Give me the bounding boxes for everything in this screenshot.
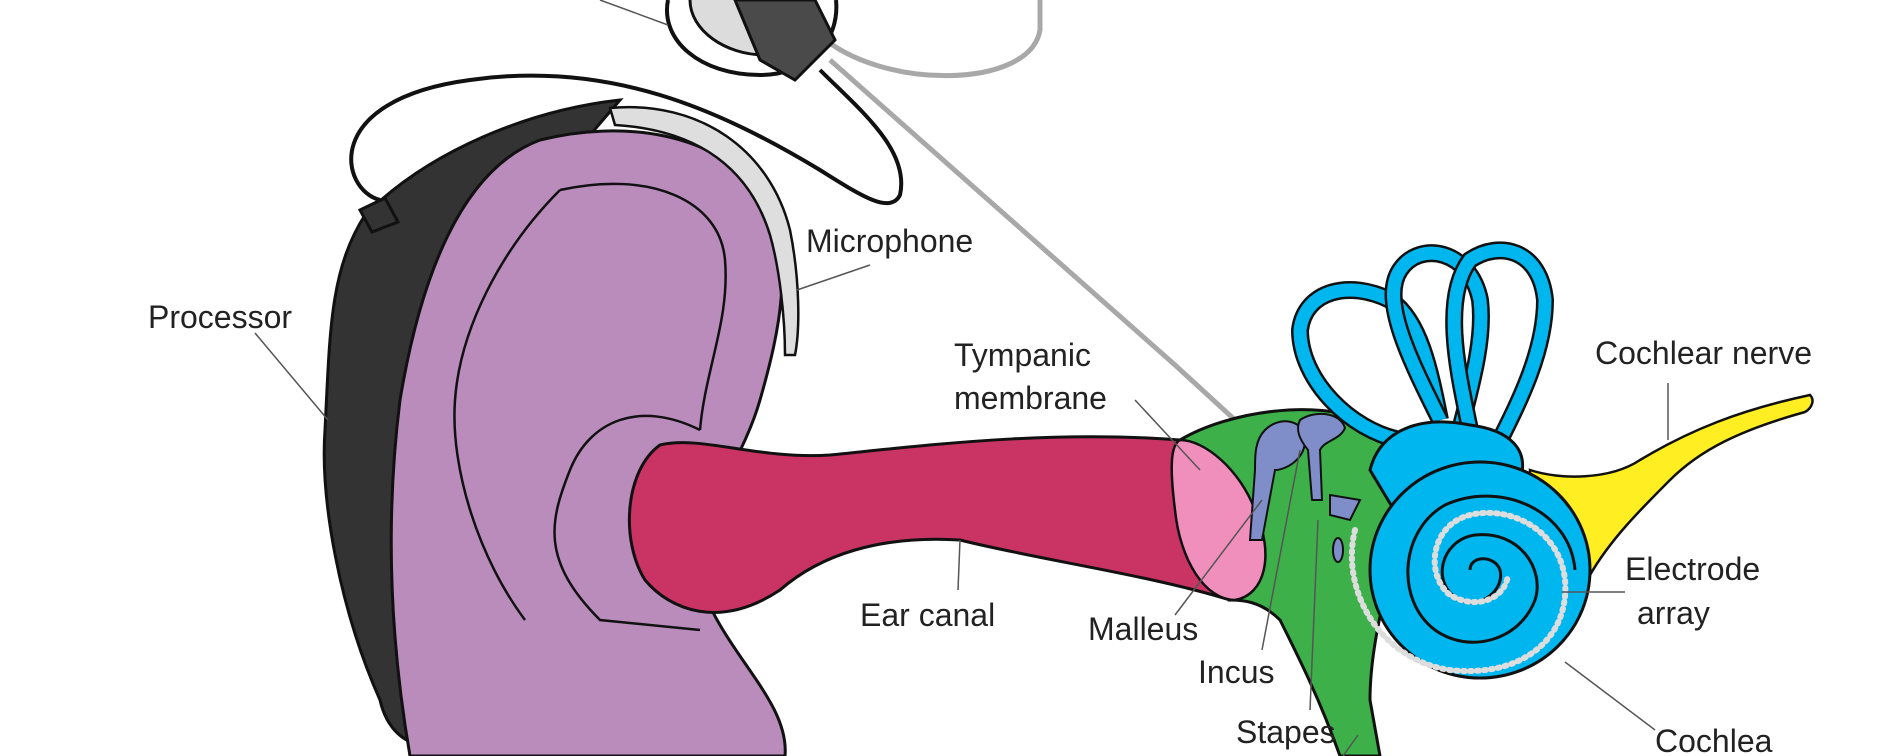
leader-coil bbox=[599, 0, 669, 26]
label-incus: Incus bbox=[1198, 654, 1274, 690]
label-cochlear-nerve: Cochlear nerve bbox=[1595, 335, 1812, 371]
leader-processor bbox=[254, 332, 329, 421]
leader-tympanic bbox=[1134, 399, 1201, 471]
outer-ear-helix-fold bbox=[559, 182, 727, 431]
label-ear-canal: Ear canal bbox=[860, 597, 995, 633]
incus-bone bbox=[1297, 412, 1347, 501]
canal-3 bbox=[1447, 243, 1552, 443]
ear-canal bbox=[627, 435, 1239, 614]
label-tympanic-membrane-line2: membrane bbox=[954, 380, 1107, 416]
outer-ear-antihelix bbox=[453, 189, 561, 621]
stapes-bone bbox=[1329, 493, 1362, 522]
tympanic-membrane bbox=[1170, 438, 1267, 602]
cochlea-body bbox=[1368, 460, 1592, 680]
processor-clip bbox=[357, 196, 401, 234]
leader-ear-canal bbox=[957, 539, 961, 591]
label-processor: Processor bbox=[148, 299, 292, 335]
processor-cable bbox=[349, 68, 904, 206]
outer-ear-concha bbox=[553, 414, 701, 632]
cochlea bbox=[1348, 420, 1592, 680]
label-malleus: Malleus bbox=[1088, 611, 1198, 647]
transmitter-cable-loop bbox=[818, 0, 1043, 79]
canal-2 bbox=[1387, 246, 1488, 432]
canal-1 bbox=[1293, 283, 1447, 447]
label-electrode-array-line1: Electrode bbox=[1625, 551, 1760, 587]
leader-stapes bbox=[1309, 519, 1319, 711]
leader-malleus bbox=[1174, 499, 1263, 616]
semicircular-canals bbox=[1290, 241, 1555, 449]
electrode-array bbox=[1348, 509, 1569, 675]
leader-microphone bbox=[796, 264, 871, 291]
leader-stapes-2 bbox=[1342, 734, 1359, 756]
coil-headpiece bbox=[733, 0, 837, 82]
malleus-bone bbox=[1248, 420, 1307, 541]
leader-cochlea bbox=[1564, 661, 1656, 731]
label-tympanic-membrane-line1: Tympanic bbox=[954, 337, 1091, 373]
label-electrode-array-line2: array bbox=[1637, 595, 1710, 631]
leader-incus bbox=[1261, 449, 1301, 651]
ossicles bbox=[1248, 412, 1362, 563]
label-cochlea: Cochlea bbox=[1655, 723, 1773, 756]
transmitter-coil bbox=[664, 0, 1043, 82]
label-stapes: Stapes bbox=[1236, 714, 1336, 750]
microphone-band bbox=[608, 105, 800, 357]
label-microphone: Microphone bbox=[806, 223, 973, 259]
round-window bbox=[1332, 537, 1344, 563]
